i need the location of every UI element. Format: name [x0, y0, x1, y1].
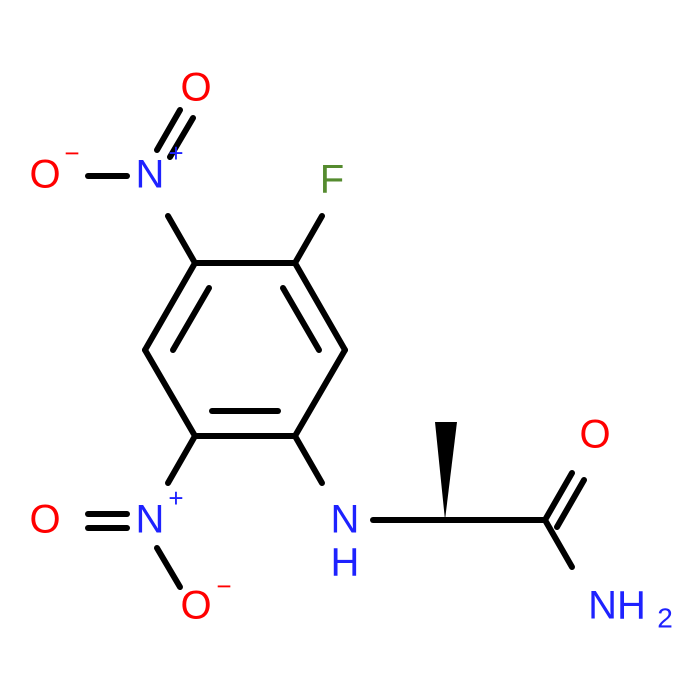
atom-fluorine: F — [320, 158, 344, 202]
ring-inner-double-bond — [170, 285, 212, 353]
bond-c-f — [292, 213, 325, 266]
subscript-amide-hydrogen-count: 2 — [657, 602, 673, 633]
atom-amine-nitrogen: N — [331, 498, 360, 542]
ring-bond-c2-c3 — [292, 260, 348, 353]
bond-n-o-single-bottom — [154, 545, 183, 590]
charge-nitro-top-oxygen: − — [64, 138, 79, 168]
atom-nitro-top-oxygen-single: O — [29, 153, 60, 197]
atom-labels: F N + O O − N + O O − N H O NH 2 — [29, 66, 672, 634]
atom-nitro-bottom-nitrogen: N — [136, 498, 165, 542]
substituent-bonds — [85, 107, 587, 590]
bond-c-o-double — [542, 470, 575, 523]
bond-c-nh — [292, 433, 325, 486]
ring-bond-c6-c1 — [142, 260, 198, 353]
bond-c-no2-bottom — [165, 433, 198, 486]
bond-c-no2-top — [165, 213, 198, 266]
atom-amine-hydrogen: H — [331, 541, 360, 585]
wedge-bond-methyl — [435, 422, 457, 520]
ring-inner-double-bond — [280, 285, 322, 353]
bond-n-o-double-top — [167, 115, 196, 160]
benzene-ring — [142, 260, 348, 439]
atom-nitro-top-oxygen-double: O — [180, 66, 211, 110]
charge-nitro-bottom-oxygen: − — [216, 571, 231, 601]
atom-nitro-top-nitrogen: N — [136, 153, 165, 197]
bond-n-o-double-top — [154, 107, 183, 153]
bond-c-o-double — [554, 477, 587, 530]
ring-bond-c3-c4 — [292, 347, 348, 439]
bond-c-nh2 — [542, 517, 575, 570]
atom-nitro-bottom-oxygen-double: O — [29, 498, 60, 542]
ring-bond-c5-c6 — [142, 347, 198, 439]
atom-nitro-bottom-oxygen-single: O — [180, 584, 211, 628]
charge-nitro-top-nitrogen: + — [168, 138, 183, 168]
charge-nitro-bottom-nitrogen: + — [168, 483, 183, 513]
atom-amide-nitrogen: NH — [588, 584, 646, 628]
atom-carbonyl-oxygen: O — [579, 413, 610, 457]
